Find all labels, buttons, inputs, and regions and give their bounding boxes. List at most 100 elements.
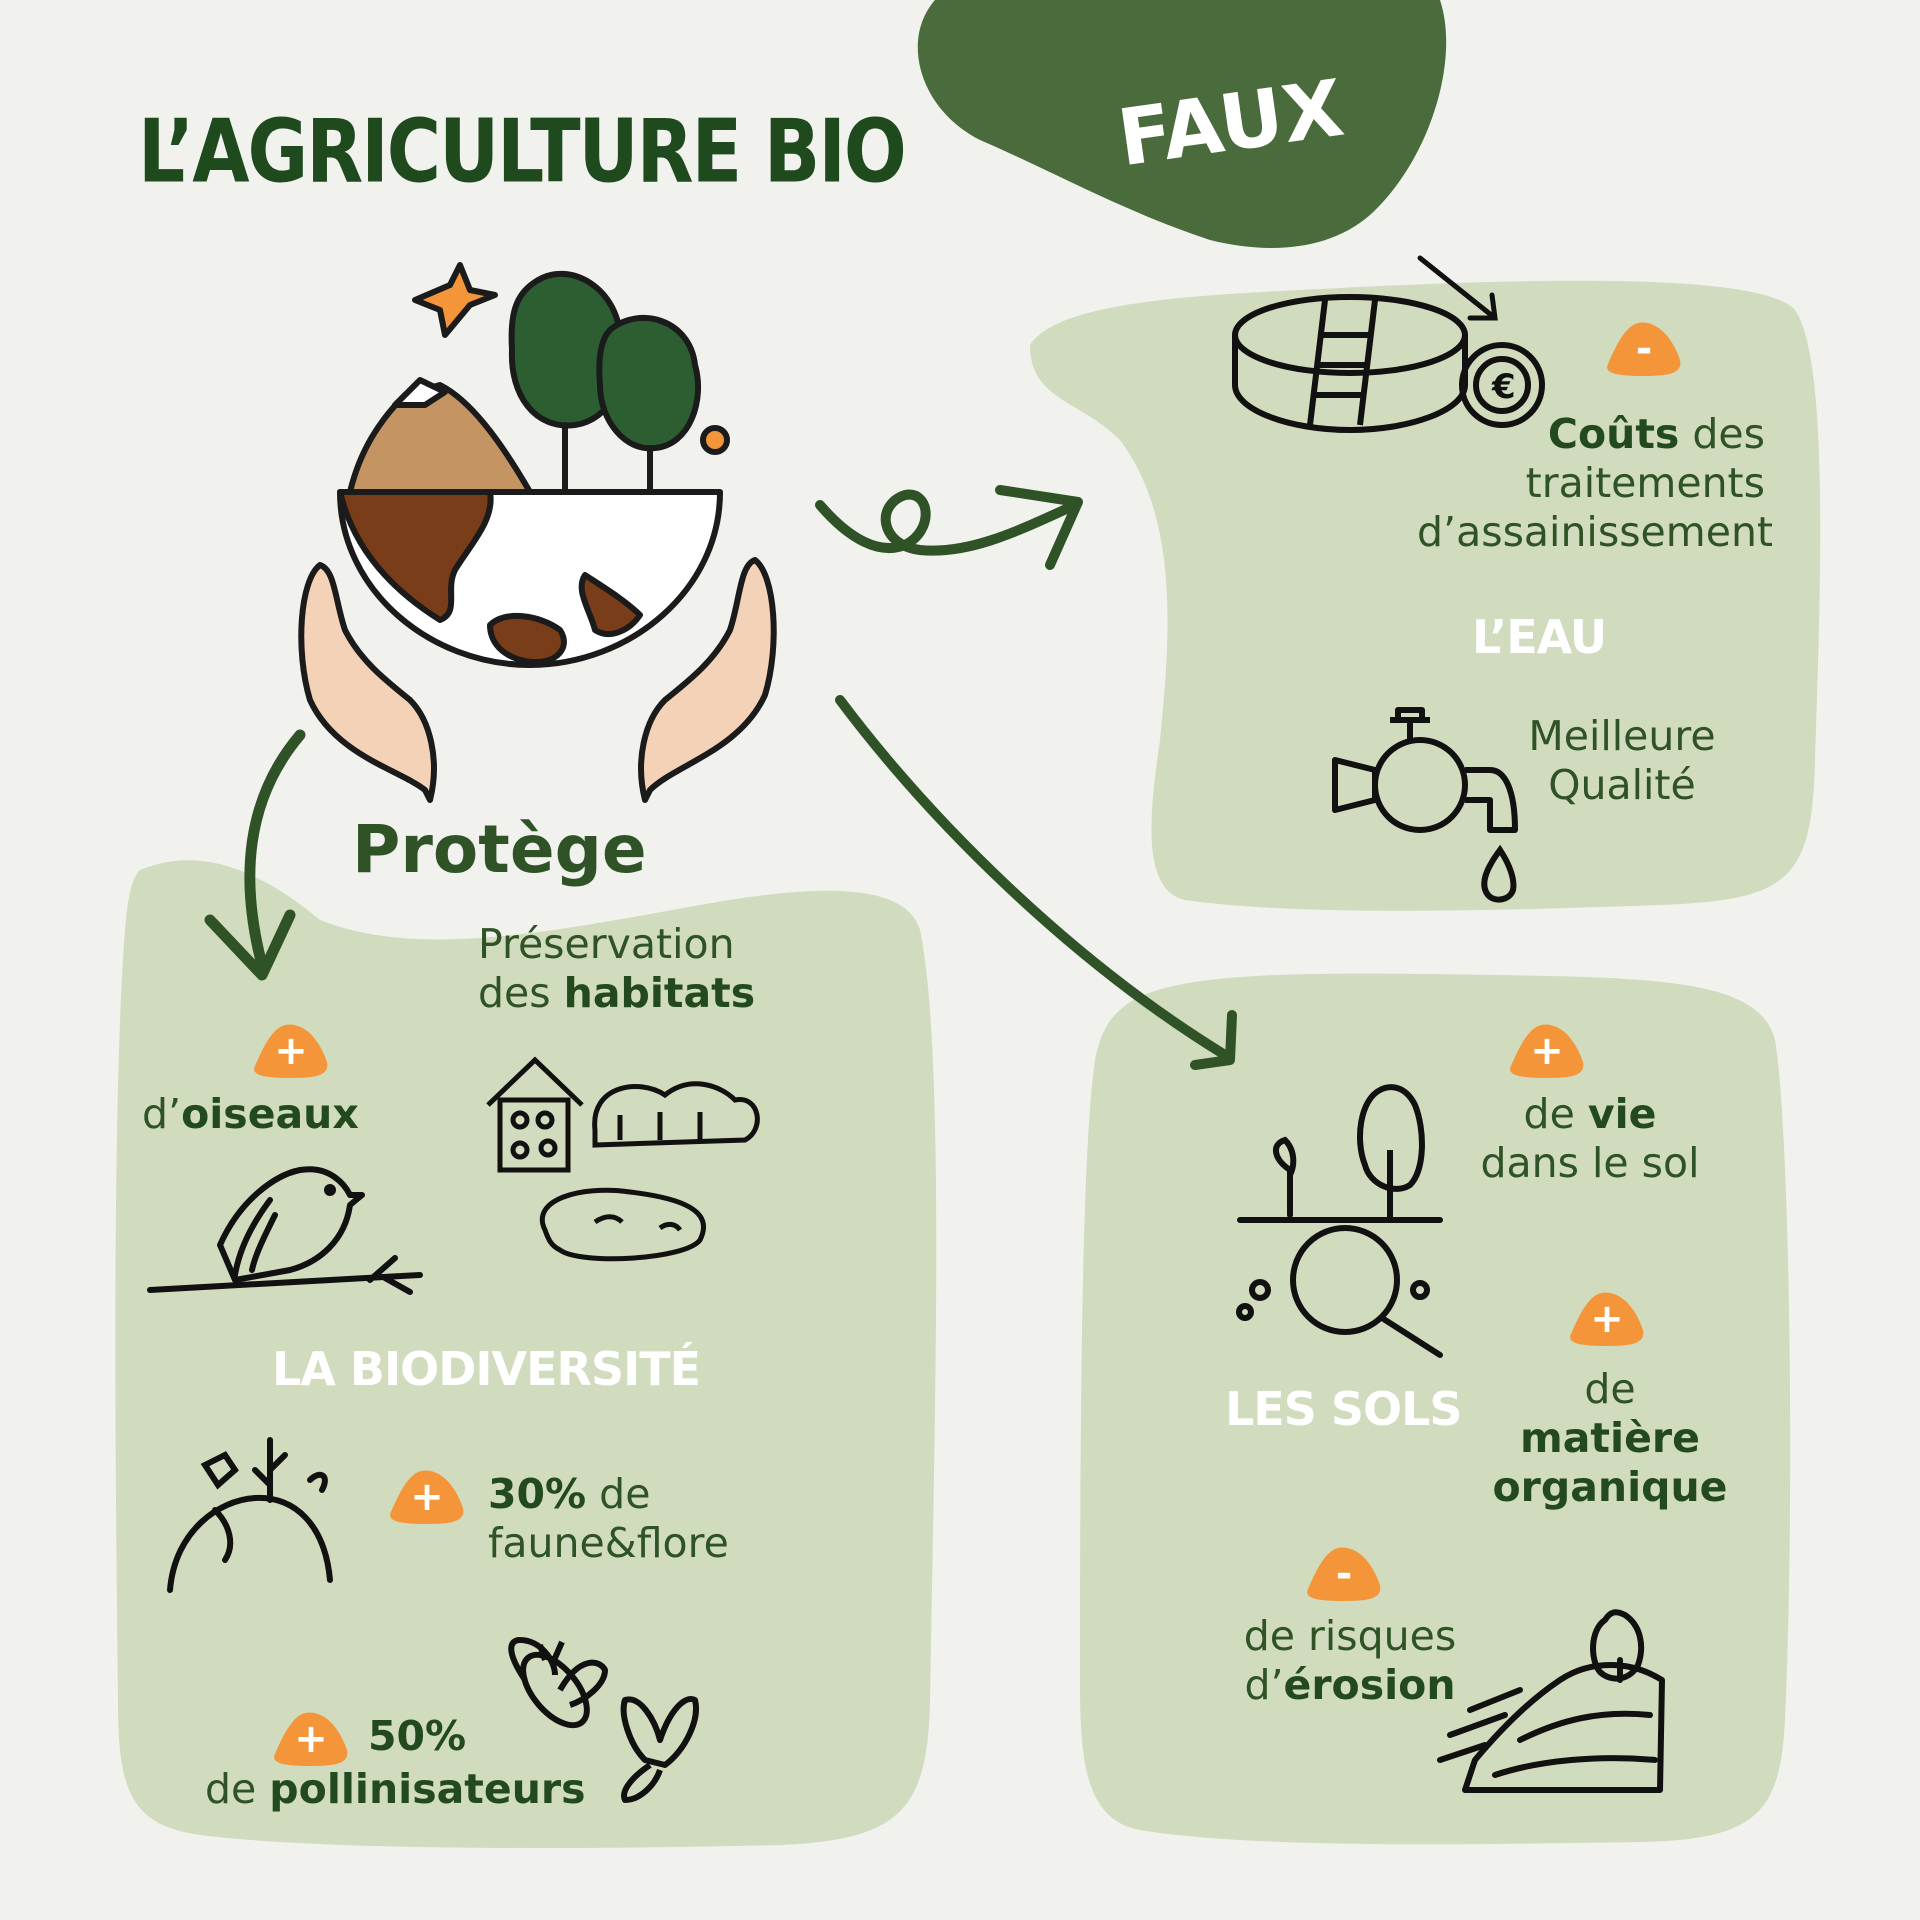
badge-shape (274, 1712, 348, 1766)
water-quality-line2: Qualité (1548, 761, 1696, 810)
life-plus-badge: + (1508, 1022, 1586, 1080)
organic-plus-badge: + (1568, 1290, 1646, 1348)
pollinators-percent: 50% (368, 1712, 466, 1761)
svg-text:€: € (1491, 367, 1516, 407)
small-arrow-icon (1417, 255, 1498, 321)
arrow-to-soils (835, 695, 1237, 1070)
life-text: de vie dans le sol (1470, 1090, 1710, 1188)
water-quality-line1: Meilleure (1528, 712, 1716, 760)
organic-line2: organique (1490, 1463, 1730, 1512)
pond-icon (540, 1187, 706, 1262)
badge-shape (1307, 1547, 1381, 1601)
life-bold: vie (1587, 1090, 1657, 1138)
pollinators-text: de pollinisateurs (205, 1765, 586, 1814)
mountain (347, 382, 533, 495)
bee-icon (508, 1637, 608, 1729)
organic-sign: + (1590, 1296, 1624, 1342)
biodiversity-heading: LA BIODIVERSITÉ (272, 1342, 701, 1396)
arrow-to-biodiversity (204, 729, 306, 981)
pollinators-bold2: pollinisateurs (269, 1765, 586, 1813)
life-line1: de vie (1470, 1090, 1710, 1139)
habitats-line2: des habitats (478, 969, 755, 1018)
erosion-line1: de risques (1243, 1612, 1457, 1660)
water-cost-bold: Coûts (1547, 410, 1680, 458)
birds-sign: + (274, 1028, 308, 1074)
erosion-minus-badge: - (1305, 1545, 1383, 1603)
left-hand (298, 562, 437, 803)
habitats-text: Préservation des habitats (478, 920, 755, 1018)
organic-bold: matière (1520, 1414, 1700, 1463)
erosion-hill-icon (1437, 1609, 1665, 1793)
fauna-bold: 30% (488, 1470, 587, 1518)
erosion-bold: érosion (1283, 1661, 1456, 1710)
organic-line1: de matière (1490, 1365, 1730, 1463)
water-cost-text: Coûts des traitements d’assainissement (1400, 410, 1773, 558)
bird-icon (147, 1166, 423, 1295)
water-tank-icon (1232, 294, 1468, 434)
orange-bird-icon (412, 262, 498, 338)
organic-line2-bold: organique (1492, 1463, 1728, 1512)
small-planet-icon (167, 1437, 333, 1593)
cost-sign: - (1635, 326, 1653, 372)
soils-panel (1080, 973, 1791, 1845)
flower-icon (700, 425, 730, 455)
butterfly-icon (620, 1696, 699, 1803)
erosion-text: de risques d’érosion (1225, 1612, 1475, 1710)
water-heading: L’EAU (1472, 610, 1607, 664)
birds-bold: oiseaux (181, 1090, 359, 1138)
habitats-line1: Préservation (478, 920, 735, 968)
right-hand (638, 557, 777, 803)
insect-hotel-icon (486, 1056, 584, 1173)
continent (337, 489, 494, 623)
badge-shape (1570, 1292, 1644, 1346)
water-panel (1030, 280, 1821, 911)
faucet-icon (1332, 707, 1518, 833)
water-cost-line2: traitements (1525, 459, 1765, 508)
tree-left (508, 270, 626, 429)
water-quality-text: Meilleure Qualité (1522, 712, 1722, 810)
water-cost-rest: des (1679, 410, 1765, 458)
soils-heading: LES SOLS (1225, 1382, 1463, 1436)
badge-shape (390, 1470, 464, 1524)
earth-hands-illustration (298, 262, 777, 803)
tree-icon (1357, 1084, 1425, 1220)
birds-text: d’oiseaux (142, 1090, 359, 1139)
faux-blob (917, 0, 1447, 248)
life-line2: dans le sol (1480, 1139, 1700, 1188)
fauna-line2: faune&flore (488, 1519, 729, 1568)
pollinators-sign: + (294, 1716, 328, 1762)
fauna-text: 30% de faune&flore (488, 1470, 729, 1568)
protege-label: Protège (352, 811, 647, 888)
water-cost-line3: d’assainissement (1417, 508, 1773, 557)
organic-pre: de (1584, 1365, 1636, 1413)
life-pre: de (1523, 1090, 1588, 1138)
tree-right (596, 314, 702, 452)
cost-minus-badge: - (1605, 320, 1683, 378)
badge-shape (254, 1024, 328, 1078)
water-cost-line1: Coûts des (1400, 410, 1765, 459)
hedge-icon (592, 1081, 760, 1148)
fauna-line1: 30% de (488, 1470, 729, 1519)
habitats-pre: des (478, 969, 564, 1018)
birds-pre: d’ (142, 1090, 182, 1138)
fauna-rest: de (586, 1470, 651, 1518)
habitats-bold: habitats (563, 969, 756, 1018)
fauna-sign: + (410, 1474, 444, 1520)
badge-shape (1607, 322, 1681, 376)
page-title: L’AGRICULTURE BIO (138, 101, 907, 203)
organic-text: de matière organique (1490, 1365, 1730, 1513)
arrow-to-water (815, 485, 1083, 570)
erosion-sign: - (1335, 1551, 1353, 1597)
erosion-line2: d’érosion (1225, 1661, 1475, 1710)
pollinators-bold: 50% (368, 1712, 467, 1760)
soil-magnifier-icon (1236, 1136, 1443, 1358)
pollinators-pre: de (205, 1765, 270, 1813)
birds-plus-badge: + (252, 1022, 330, 1080)
life-sign: + (1530, 1028, 1564, 1074)
water-drop-icon (1481, 844, 1517, 903)
pollinators-plus-badge: + (272, 1710, 350, 1768)
euro-coin-icon: € (1459, 342, 1545, 428)
erosion-pre: d’ (1244, 1661, 1284, 1710)
badge-shape (1510, 1024, 1584, 1078)
